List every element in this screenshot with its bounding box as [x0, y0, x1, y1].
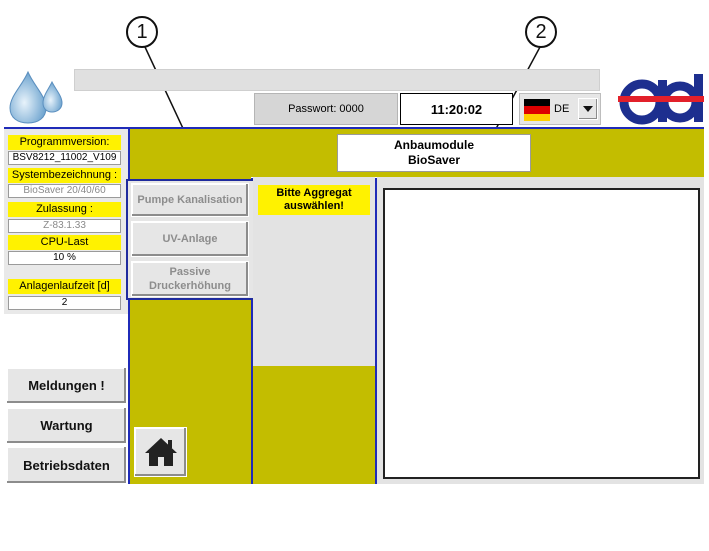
divider-col-2 [251, 178, 253, 484]
page-title-line1: Anbaumodule [394, 138, 474, 152]
pressure-boost-button[interactable]: Passive Druckerhöhung [131, 261, 249, 297]
callout-1: 1 [126, 16, 158, 48]
language-selector[interactable]: DE [519, 93, 601, 125]
aggregate-column-lower [253, 366, 375, 484]
uv-unit-button[interactable]: UV-Anlage [131, 221, 249, 257]
approval-value: Z-83.1.33 [8, 219, 121, 233]
divider-col-3 [375, 178, 377, 484]
program-version-value: BSV8212_11002_V109 [8, 151, 121, 165]
callout-2: 2 [525, 16, 557, 48]
pressure-boost-label-line1: Passive [169, 266, 211, 278]
page-title: Anbaumodule BioSaver [337, 134, 531, 172]
clock-display: 11:20:02 [400, 93, 513, 125]
detail-panel [383, 188, 700, 479]
maintenance-label: Wartung [40, 418, 93, 433]
pressure-boost-label-line2: Druckerhöhung [149, 280, 231, 292]
page-title-line2: BioSaver [407, 153, 461, 167]
company-logo-icon [618, 72, 704, 130]
password-field[interactable]: Passwort: 0000 [254, 93, 398, 125]
pump-sewer-label: Pumpe Kanalisation [137, 194, 243, 206]
cpu-label: CPU-Last [8, 235, 121, 250]
messages-button[interactable]: Meldungen ! [6, 367, 127, 404]
uv-unit-label: UV-Anlage [162, 233, 218, 245]
select-prompt: Bitte Aggregat auswählen! [258, 185, 370, 215]
water-drops-logo-icon [8, 68, 64, 124]
divider-top [4, 127, 704, 129]
home-icon [144, 438, 177, 466]
password-label: Passwort: 0000 [288, 103, 364, 115]
divider-left [128, 128, 130, 484]
germany-flag-icon [524, 99, 550, 121]
clock-time: 11:20:02 [430, 101, 483, 117]
approval-label: Zulassung : [8, 202, 121, 217]
system-label: Systembezeichnung : [8, 168, 121, 183]
messages-label: Meldungen ! [28, 378, 105, 393]
maintenance-button[interactable]: Wartung [6, 407, 127, 444]
pump-sewer-button[interactable]: Pumpe Kanalisation [131, 183, 249, 217]
language-code: DE [554, 103, 570, 115]
system-value: BioSaver 20/40/60 [8, 184, 121, 198]
header-bar [74, 69, 600, 91]
program-version-label: Programmversion: [8, 135, 121, 150]
runtime-value: 2 [8, 296, 121, 310]
select-prompt-line2: auswählen! [284, 200, 344, 212]
operating-data-button[interactable]: Betriebsdaten [6, 446, 127, 484]
dropdown-arrow-icon[interactable] [578, 98, 598, 120]
home-button[interactable] [134, 427, 187, 477]
select-prompt-line1: Bitte Aggregat [276, 187, 352, 199]
cpu-value: 10 % [8, 251, 121, 265]
operating-data-label: Betriebsdaten [23, 457, 110, 473]
runtime-label: Anlagenlaufzeit [d] [8, 279, 121, 294]
